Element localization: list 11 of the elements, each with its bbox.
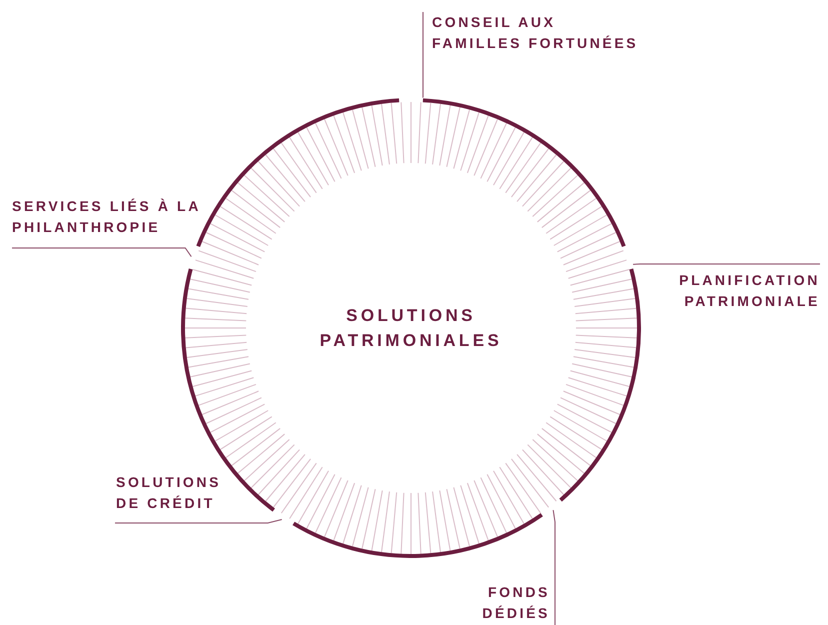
leader-line [12,248,192,258]
leader-line [114,519,282,524]
center-title: SOLUTIONS PATRIMONIALES [318,305,504,352]
leader-line [552,510,556,625]
segment-label: PLANIFICATION PATRIMONIALE [640,270,820,312]
segment-label: SOLUTIONS DE CRÉDIT [116,472,238,514]
segment-label: FONDS DÉDIÉS [440,582,550,624]
leader-line [632,264,820,265]
leader-line [422,12,424,98]
segment-label: SERVICES LIÉS À LA PHILANTHROPIE [12,196,232,238]
segment-label: CONSEIL AUX FAMILLES FORTUNÉES [432,12,644,54]
